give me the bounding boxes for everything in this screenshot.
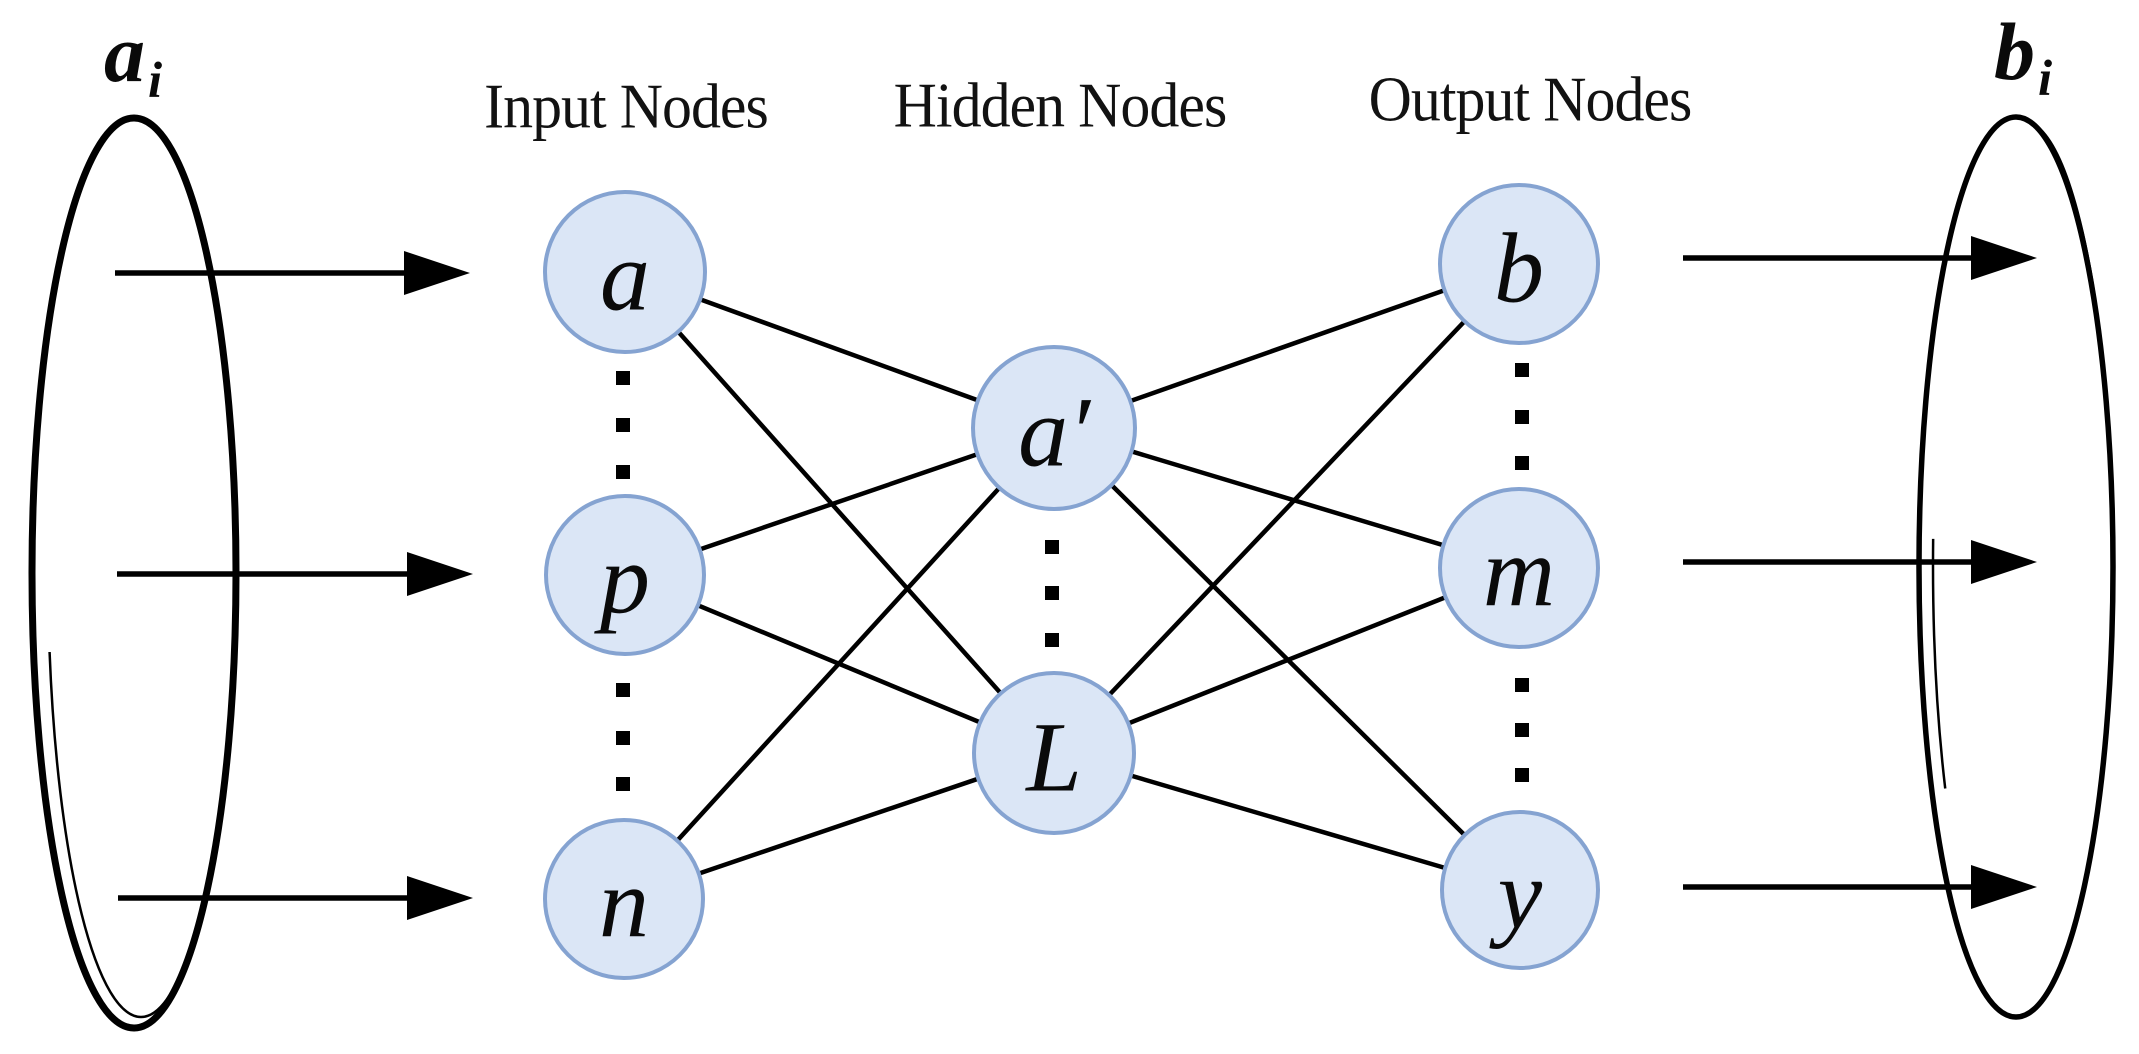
ellipsis-dot: [1045, 540, 1059, 554]
input-set-label-base: a: [103, 7, 145, 99]
node-y: y: [1440, 810, 1600, 970]
node-m-label: m: [1483, 517, 1555, 628]
node-a-prime-circle: [971, 345, 1137, 511]
left-arrow-1-head-icon: [407, 552, 473, 596]
ellipsis-dot: [1515, 723, 1529, 737]
ellipsis-dot: [1515, 768, 1529, 782]
node-y-circle: [1440, 810, 1600, 970]
input-nodes-header: Input Nodes: [484, 71, 769, 142]
node-a-circle: [543, 190, 707, 354]
node-n-circle: [543, 818, 705, 980]
node-m-circle: [1438, 487, 1600, 649]
node-a: a: [543, 190, 707, 354]
edge-L-m: [1053, 565, 1520, 756]
node-p: p: [544, 494, 706, 656]
node-y-label: y: [1489, 839, 1543, 950]
output-set-label-subscript: i: [2037, 50, 2053, 107]
ellipsis-dot: [616, 731, 630, 745]
node-m: m: [1438, 487, 1600, 649]
output-set-ellipse-echo-stroke: [1931, 119, 2115, 1011]
ellipsis-dot: [1045, 633, 1059, 647]
output-nodes-header: Output Nodes: [1368, 64, 1693, 135]
node-a-label: a: [600, 221, 650, 332]
node-L-label: L: [1024, 702, 1082, 813]
hidden-nodes-header: Hidden Nodes: [893, 70, 1228, 141]
edge-L-b: [1052, 262, 1521, 755]
node-n: n: [543, 818, 705, 980]
nodes-layer: a p n a′ Lb m y: [543, 183, 1600, 980]
ellipsis-dot: [616, 465, 630, 479]
right-arrow-1-head-icon: [1971, 540, 2037, 584]
left-arrow-2-head-icon: [407, 876, 473, 920]
node-L-circle: [972, 671, 1136, 835]
right-arrow-2-head-icon: [1971, 865, 2037, 909]
output-set-label-base: b: [1993, 5, 2035, 97]
output-set-label: bi: [1994, 5, 2052, 107]
edge-n-a-prime: [622, 426, 1056, 901]
left-arrow-0-head-icon: [404, 251, 470, 295]
node-b-label: b: [1494, 213, 1544, 324]
input-set-label-subscript: i: [147, 52, 163, 109]
ellipsis-dot: [1515, 363, 1529, 377]
ellipsis-dot: [1515, 456, 1529, 470]
node-L: L: [972, 671, 1136, 835]
node-b: b: [1438, 183, 1600, 345]
node-a-prime: a′: [971, 345, 1137, 511]
ellipsis-dot: [616, 683, 630, 697]
edge-a-L: [623, 270, 1056, 755]
ellipsis-dots-layer: [616, 363, 1529, 791]
node-n-label: n: [599, 848, 649, 959]
node-b-circle: [1438, 183, 1600, 345]
right-arrow-0-head-icon: [1971, 236, 2037, 280]
ellipsis-dot: [616, 371, 630, 385]
ellipsis-dot: [616, 777, 630, 791]
arrows-layer: [115, 236, 2037, 920]
ellipsis-dot: [1515, 678, 1529, 692]
ellipsis-dot: [1515, 410, 1529, 424]
node-a-prime-label: a′: [1018, 377, 1092, 488]
node-p-circle: [544, 494, 706, 656]
ellipsis-dot: [1045, 586, 1059, 600]
input-set-label: ai: [104, 7, 162, 109]
input-set-ellipse-echo-stroke: [46, 121, 236, 1019]
ellipsis-dot: [616, 418, 630, 432]
node-p-label: p: [594, 524, 650, 635]
